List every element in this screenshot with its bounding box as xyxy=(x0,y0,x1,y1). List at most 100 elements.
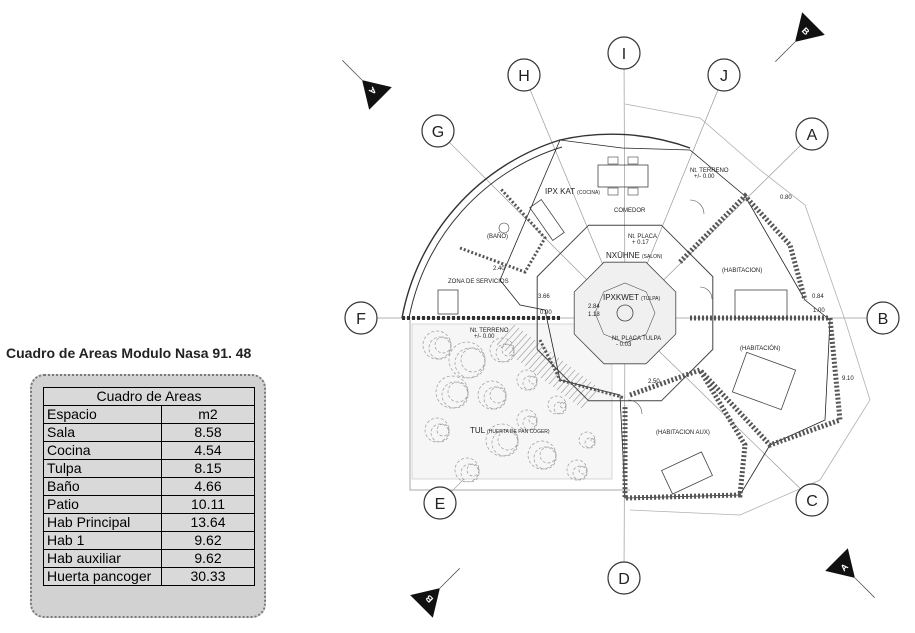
space-name: Hab auxiliar xyxy=(43,549,162,568)
axis-marker-label: H xyxy=(518,68,530,85)
room-label-services: ZONA DE SERVICIOS xyxy=(448,279,509,285)
dim-label: 3.66 xyxy=(538,294,550,300)
patio-hatch xyxy=(504,330,524,352)
level-terrain-north: Nt. TERRENO+/- 0.00 xyxy=(690,168,729,180)
room-label-living: NXÜHNE (SALON) xyxy=(606,251,663,260)
space-area: 8.58 xyxy=(161,423,255,442)
garden-plant xyxy=(460,347,486,373)
axis-marker-label: A xyxy=(807,127,818,144)
section-marker-triangle xyxy=(410,588,440,618)
hearth-octagon xyxy=(573,261,677,365)
garden-plant xyxy=(434,336,452,354)
patio-hatch xyxy=(528,348,548,370)
patio-hatch xyxy=(508,333,528,355)
chair xyxy=(607,187,619,196)
space-name: Baño xyxy=(43,477,162,496)
garden-plant xyxy=(590,437,596,443)
garden-plant xyxy=(528,375,538,385)
dim-label: 2.84 xyxy=(588,304,600,310)
house-envelope xyxy=(499,139,831,499)
space-name: Patio xyxy=(43,495,162,514)
garden-area xyxy=(411,323,613,480)
patio-hatch xyxy=(496,324,516,346)
section-marker: B xyxy=(410,568,460,618)
chair xyxy=(627,187,639,196)
section-cut-line xyxy=(854,577,875,598)
axis-marker-circle xyxy=(344,301,378,335)
axis-marker-circle xyxy=(423,486,457,520)
kitchen-counter xyxy=(529,199,565,241)
outer-arc-wall xyxy=(401,139,561,319)
garden-plant xyxy=(454,347,486,379)
garden-plant xyxy=(559,401,567,409)
dim-label: 0.84 xyxy=(812,294,824,300)
patio-hatch xyxy=(548,363,568,385)
space-area: 30.33 xyxy=(161,567,255,586)
door-swing xyxy=(699,286,713,300)
axis-marker-label: J xyxy=(720,68,728,85)
dim-label: 1.18 xyxy=(588,312,600,318)
garden-plant xyxy=(460,463,480,483)
garden-plant xyxy=(578,465,588,475)
dim-label: 0.80 xyxy=(780,195,792,201)
section-marker: A xyxy=(342,60,392,110)
axis-marker-label: B xyxy=(878,311,889,328)
level-terrain-west: Nt. TERRENO+/- 0.00 xyxy=(470,328,509,340)
garden-plant xyxy=(501,343,515,357)
patio-hatch xyxy=(572,381,592,403)
patio-hatch xyxy=(512,336,532,358)
door-swing xyxy=(689,199,705,215)
room-label-aux-room: (HABITACION AUX) xyxy=(656,430,710,436)
patio-wall xyxy=(538,339,626,400)
section-marker: A xyxy=(825,548,875,598)
outer-arc-wall-inner xyxy=(408,146,563,319)
axis-marker-circle xyxy=(607,561,641,595)
chair xyxy=(607,156,619,165)
axis-marker-label: C xyxy=(806,493,818,510)
section-marker-triangle xyxy=(825,548,855,578)
door-swing xyxy=(627,399,643,415)
space-name: Huerta pancoger xyxy=(43,567,162,586)
section-cut-line xyxy=(342,60,363,81)
patio-hatch xyxy=(520,342,540,364)
garden-plant xyxy=(533,446,557,470)
service-wall xyxy=(459,186,547,274)
garden-plant xyxy=(489,386,507,404)
garden-plant xyxy=(441,381,469,409)
patio-hatch xyxy=(516,339,536,361)
bed-main xyxy=(731,351,797,411)
axis-marker-label: G xyxy=(432,124,444,141)
patio-hatch xyxy=(568,378,588,400)
space-name: Sala xyxy=(43,423,162,442)
axis-marker-circle xyxy=(866,301,900,335)
axis-marker-circle xyxy=(607,36,641,70)
bed-aux xyxy=(661,451,713,495)
space-area: 9.62 xyxy=(161,531,255,550)
axis-marker-label: I xyxy=(622,46,626,63)
room-label-hearth: IPXKWET (TULPA) xyxy=(603,293,661,302)
patio-hatch xyxy=(500,327,520,349)
dim-label: 2.50 xyxy=(648,379,660,385)
garden-plant xyxy=(430,423,450,443)
chair xyxy=(627,156,639,165)
space-area: 8.15 xyxy=(161,459,255,478)
section-marker-triangle xyxy=(362,80,392,110)
room-label-room1: (HABITACION) xyxy=(722,268,762,274)
space-area: 4.54 xyxy=(161,441,255,460)
space-name: Hab Principal xyxy=(43,513,162,532)
garden-plant xyxy=(497,429,519,451)
north-arc-wall xyxy=(559,133,691,149)
living-octagon xyxy=(536,224,714,402)
garden-plant xyxy=(528,415,538,425)
outer-outline xyxy=(624,103,871,516)
garden-plant xyxy=(466,463,480,477)
